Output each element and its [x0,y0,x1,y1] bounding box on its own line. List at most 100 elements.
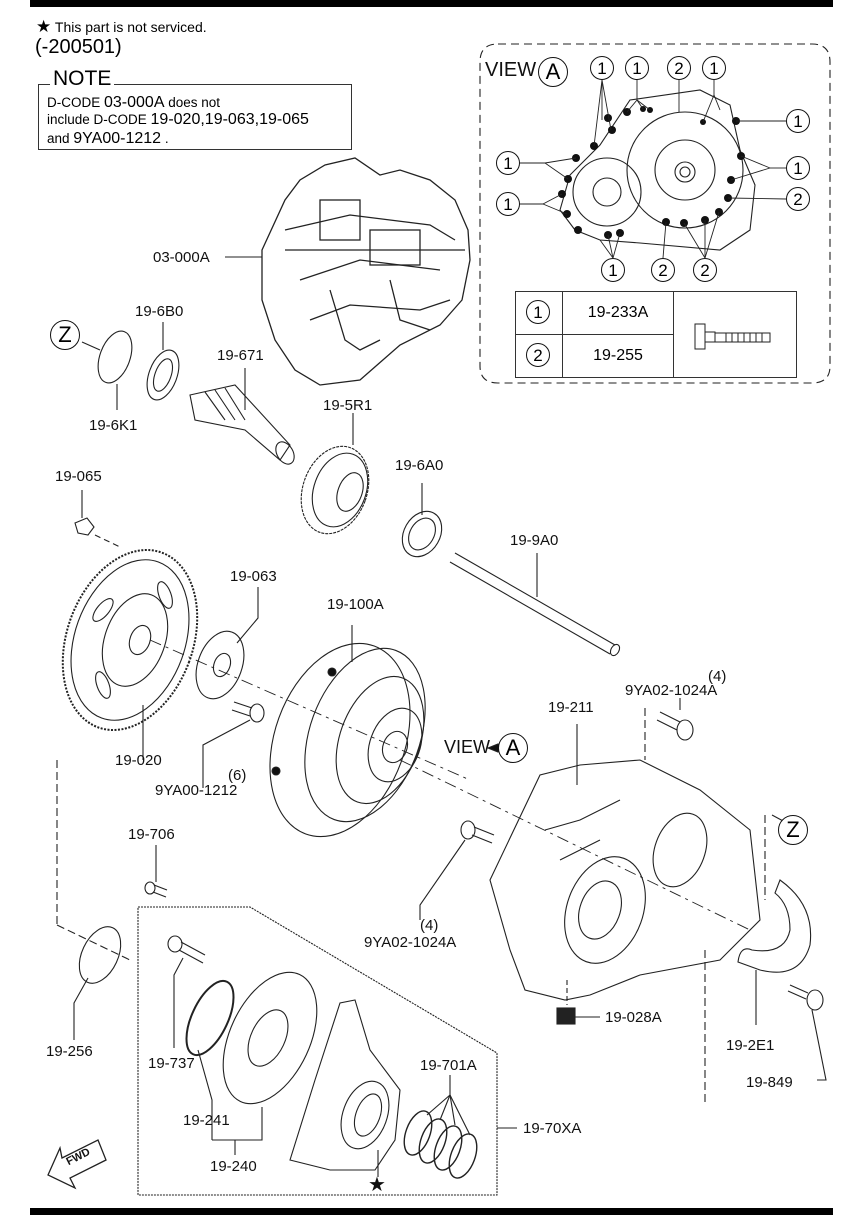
callout-1: 1 [496,151,520,175]
snap-ring-19-6k1 [97,330,133,384]
transaxle-assembly-art [261,157,471,386]
legend-part-cell: 19-255 [562,334,674,378]
legend-part-cell: 19-233A [562,291,674,335]
view-a-leaders [520,79,787,259]
qty-9ya00-1212: (6) [228,767,247,784]
part-label-19-256[interactable]: 19-256 [46,1043,93,1060]
callout-2: 2 [526,343,550,367]
part-label-19-5r1[interactable]: 19-5R1 [323,397,373,414]
view-a-title: VIEW [485,59,537,81]
seal-rings-19-701a [403,1110,478,1179]
note-text: . [161,131,169,146]
bolt-19-706 [144,881,168,898]
note-text: does not [164,95,221,110]
callout-1: 1 [590,56,614,80]
note-text: and [47,131,74,146]
part-label-19-063[interactable]: 19-063 [230,568,277,585]
part-label-19-020[interactable]: 19-020 [115,752,162,769]
part-label-19-9a0[interactable]: 19-9A0 [510,532,559,549]
sensor-19-028a [556,1007,576,1025]
part-label-19-737[interactable]: 19-737 [148,1055,195,1072]
callout-1: 1 [496,192,520,216]
note-line-3: and 9YA00-1212 . [47,131,169,147]
legend-key-cell: 2 [515,334,563,378]
callout-1: 1 [601,258,625,282]
callout-1: 1 [526,300,550,324]
note-code: 19-020,19-063,19-065 [150,111,309,128]
view-a-label-title: VIEW [444,737,491,757]
bottom-border-bar [30,1208,833,1215]
part-label-19-671[interactable]: 19-671 [217,347,264,364]
part-label-9ya02-1024a-top[interactable]: 9YA02-1024A [625,682,718,699]
part-label-19-6k1[interactable]: 19-6K1 [89,417,138,434]
part-label-19-6a0[interactable]: 19-6A0 [395,457,444,474]
note-title: NOTE [50,68,115,89]
callout-2: 2 [693,258,717,282]
bolt-9ya00-1212 [231,701,265,723]
qty-9ya02-1024a-top: (4) [708,668,727,685]
part-label-19-70xa[interactable]: 19-70XA [523,1120,582,1137]
seal-plate-19-240 [222,971,318,1105]
top-border-bar [30,0,833,7]
part-label-9ya00-1212[interactable]: 9YA00-1212 [155,782,238,799]
oil-pump-group-box [137,906,498,1196]
fwd-arrow-icon [47,1139,107,1190]
snap-ring-19-241 [185,979,235,1057]
plate-19-063 [195,630,245,700]
part-label-19-2e1[interactable]: 19-2E1 [726,1037,775,1054]
note-line-2: include D-CODE 19-020,19-063,19-065 [47,112,309,128]
note-code: 9YA00-1212 [73,130,162,147]
callout-1: 1 [786,156,810,180]
o-ring-19-256 [78,926,122,984]
not-serviced-star-icon: ★ [368,1174,386,1196]
callout-1: 1 [625,56,649,80]
note-code: 03-000A [104,94,165,111]
seal-19-6b0 [146,349,180,401]
callout-1: 1 [786,109,810,133]
note-line-1: D-CODE 03-000A does not [47,95,220,111]
callout-2: 2 [786,187,810,211]
part-label-03-000a[interactable]: 03-000A [153,249,210,266]
bolt-19-849 [787,984,824,1011]
qty-9ya02-1024a-mid: (4) [420,917,439,934]
legend-key-cell: 1 [515,291,563,335]
part-label-19-065[interactable]: 19-065 [55,468,102,485]
bolt-legend-row: 1 19-233A [515,291,797,378]
part-label-19-701a[interactable]: 19-701A [420,1057,477,1074]
drive-plate-19-020 [61,548,199,732]
star-legend-text: This part is not serviced. [54,19,207,35]
bolt-19-737 [167,935,206,964]
callout-2: 2 [651,258,675,282]
part-label-19-6b0[interactable]: 19-6B0 [135,303,184,320]
view-a-marker: A [538,57,568,87]
seal-plate-19-2e1 [737,879,812,973]
bolt-9ya02-1024a-mid [460,820,495,844]
part-label-19-241[interactable]: 19-241 [183,1112,230,1129]
shaft-19-671 [189,384,295,465]
view-a-frame [479,43,831,384]
part-label-19-028a[interactable]: 19-028A [605,1009,662,1026]
z-marker: Z [50,320,80,350]
star-legend: ★ This part is not serviced. [36,18,207,35]
date-range: (-200501) [35,36,122,58]
nut-19-065 [74,517,95,536]
note-text: include D-CODE [47,112,151,127]
part-label-9ya02-1024a-mid[interactable]: 9YA02-1024A [364,934,457,951]
callout-1: 1 [702,56,726,80]
oil-pump-body [289,999,401,1171]
seal-19-6a0 [401,510,443,558]
view-a-housing [559,89,756,251]
part-label-19-849[interactable]: 19-849 [746,1074,793,1091]
part-label-19-240[interactable]: 19-240 [210,1158,257,1175]
callout-2: 2 [667,56,691,80]
part-label-19-706[interactable]: 19-706 [128,826,175,843]
view-a-label-marker: A [498,733,528,763]
part-label-19-211[interactable]: 19-211 [548,699,594,716]
legend-icon-cell [673,291,797,378]
star-icon: ★ [36,17,52,36]
part-label-19-100a[interactable]: 19-100A [327,596,384,613]
bolt-legend-table: 1 19-233A 2 19-255 [515,291,797,378]
bolt-legend-row: 2 19-255 [515,334,797,378]
gear-19-5r1 [300,445,370,535]
